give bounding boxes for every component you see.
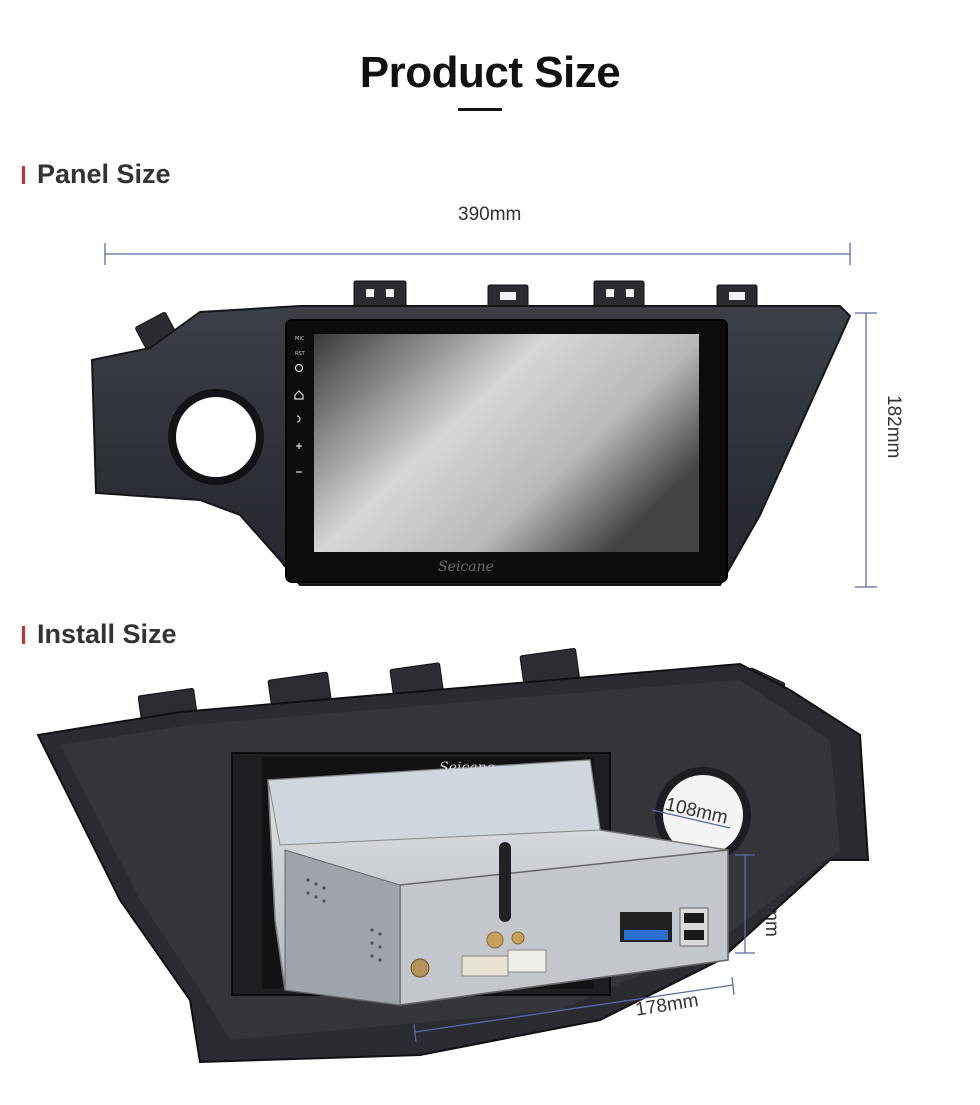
page-title: Product Size (359, 48, 621, 97)
install-height-dimension: 50mm (761, 884, 782, 937)
panel-width-dimension: 390mm (458, 204, 522, 225)
svg-text:MIC: MIC (295, 336, 305, 342)
install-height-line (735, 854, 755, 954)
install-size-heading: Install Size (22, 619, 177, 650)
svg-text:RST: RST (295, 351, 306, 357)
install-size-label: Install Size (37, 619, 177, 649)
accent-bar (22, 165, 25, 184)
front-panel: MIC RST Seicane (90, 280, 852, 586)
install-brand-mark: Seicane (439, 760, 495, 776)
accent-bar (22, 625, 25, 644)
install-depth-line (413, 976, 735, 1043)
title-underline (458, 108, 502, 111)
panel-width-line (104, 243, 851, 265)
panel-height-dimension: 182mm (883, 395, 904, 459)
install-diameter-line (651, 809, 731, 829)
panel-side-buttons: MIC RST (294, 336, 306, 473)
panel-size-label: Panel Size (37, 159, 171, 189)
panel-brand-mark: Seicane (438, 559, 494, 575)
rear-panel: Seicane (36, 648, 870, 1064)
panel-height-line (855, 312, 877, 588)
panel-size-heading: Panel Size (22, 159, 171, 190)
